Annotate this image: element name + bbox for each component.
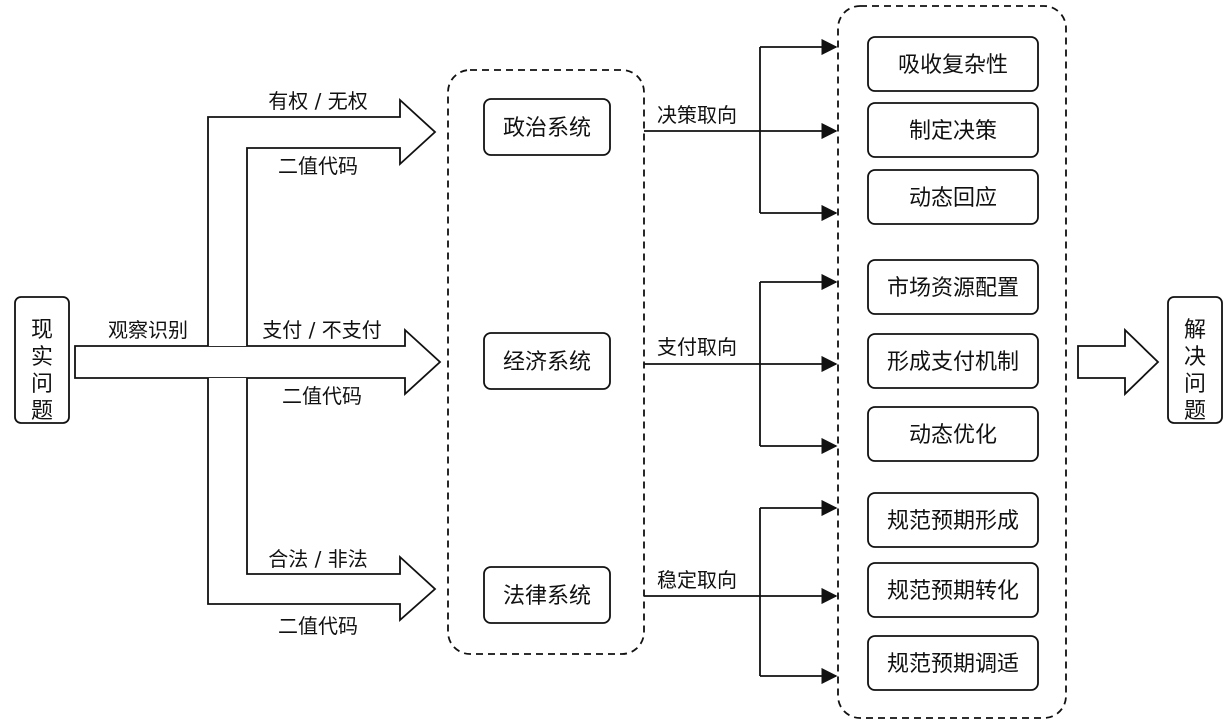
outcome-box xyxy=(867,562,1039,618)
political-connectors xyxy=(644,38,838,222)
outcome-box xyxy=(867,406,1039,462)
orientation-decision: 决策取向 xyxy=(657,103,737,127)
lower-branch-arrow xyxy=(207,378,437,622)
input-box-char: 题 xyxy=(31,399,53,424)
outcomes-container xyxy=(837,5,1067,719)
input-box xyxy=(14,296,70,424)
outcome-label: 规范预期形成 xyxy=(887,509,1019,534)
outcome-label: 形成支付机制 xyxy=(887,350,1019,375)
outcome-label: 市场资源配置 xyxy=(887,276,1019,301)
outcome-box xyxy=(867,492,1039,548)
outcome-label: 规范预期转化 xyxy=(887,579,1019,604)
systems-container xyxy=(447,69,645,655)
output-box-char: 决 xyxy=(1184,345,1206,370)
output-arrow xyxy=(1077,327,1160,397)
legal-system-label: 法律系统 xyxy=(503,584,591,609)
outcome-label: 动态优化 xyxy=(909,423,997,448)
political-code-label: 二值代码 xyxy=(278,154,358,178)
outcome-box xyxy=(867,259,1039,315)
input-box-char: 实 xyxy=(31,345,53,370)
political-top-label: 有权 / 无权 xyxy=(268,89,367,113)
outcome-box xyxy=(867,36,1039,92)
outcome-label: 吸收复杂性 xyxy=(898,53,1008,78)
outcome-label: 动态回应 xyxy=(909,186,997,211)
output-box-char: 问 xyxy=(1184,372,1206,397)
output-box-char: 解 xyxy=(1184,318,1206,343)
observe-label: 观察识别 xyxy=(108,318,188,342)
economic-system-box xyxy=(483,332,611,390)
input-box-char: 现 xyxy=(31,318,53,343)
output-box-char: 题 xyxy=(1184,399,1206,424)
legal-connectors xyxy=(644,499,838,685)
legal-top-label: 合法 / 非法 xyxy=(268,547,367,571)
economic-top-label: 支付 / 不支付 xyxy=(262,318,381,342)
input-box-char: 问 xyxy=(31,372,53,397)
outcome-label: 规范预期调适 xyxy=(887,652,1019,677)
outcome-label: 制定决策 xyxy=(909,119,997,144)
legal-system-box xyxy=(483,566,611,624)
legal-code-label: 二值代码 xyxy=(278,614,358,638)
outcome-box xyxy=(867,102,1039,158)
outcome-box xyxy=(867,635,1039,691)
orientation-payment: 支付取向 xyxy=(657,335,737,359)
orientation-stability: 稳定取向 xyxy=(657,568,737,592)
outcome-box xyxy=(867,333,1039,389)
economic-code-label: 二值代码 xyxy=(282,384,362,408)
political-system-box xyxy=(483,98,611,156)
political-system-label: 政治系统 xyxy=(503,116,591,141)
upper-branch-arrow xyxy=(207,97,437,346)
economic-system-label: 经济系统 xyxy=(503,350,591,375)
trunk-arrow xyxy=(74,327,442,397)
outcome-box xyxy=(867,169,1039,225)
output-box xyxy=(1167,296,1223,424)
economic-connectors xyxy=(644,273,838,455)
